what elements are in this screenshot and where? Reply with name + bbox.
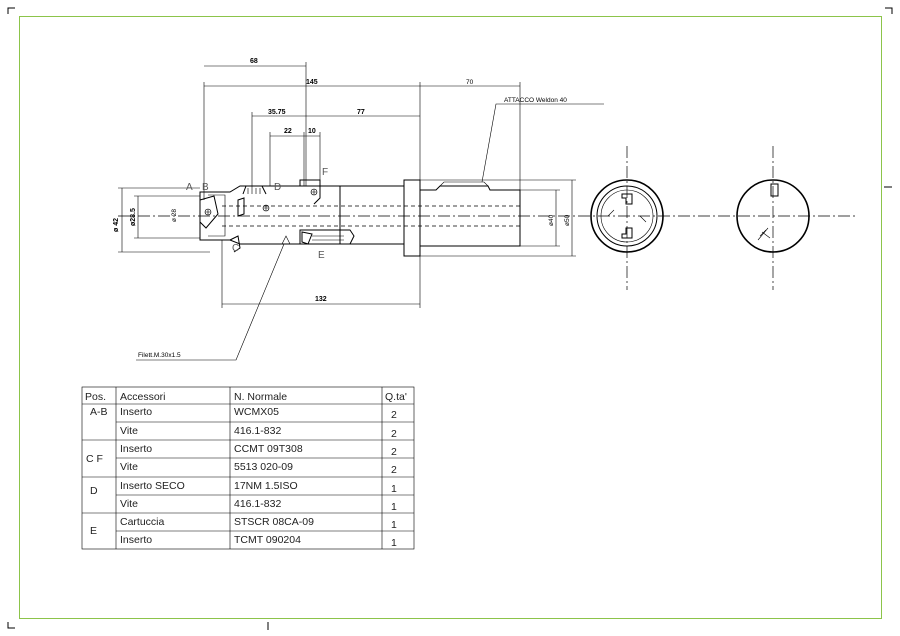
qta-cell: 1 — [391, 519, 397, 531]
dim-77: 77 — [357, 109, 365, 116]
dim-35-75: 35.75 — [268, 109, 286, 116]
end-view-front — [590, 146, 664, 290]
qta-cell: 1 — [391, 501, 397, 513]
dim-70: 70 — [466, 79, 474, 86]
normale-cell: 5513 020-09 — [234, 461, 293, 473]
qta-cell: 1 — [391, 483, 397, 495]
label-f: F — [322, 167, 328, 178]
dim-68: 68 — [250, 58, 258, 65]
normale-cell: 416.1-832 — [234, 498, 281, 510]
corner-marks — [7, 7, 893, 630]
normale-cell: WCMX05 — [234, 406, 279, 418]
pos-cell: A-B — [90, 406, 108, 418]
normale-cell: TCMT 090204 — [234, 534, 301, 546]
header-qta: Q.ta' — [385, 391, 407, 403]
dim-10: 10 — [308, 128, 316, 135]
dim-22: 22 — [284, 128, 292, 135]
label-e: E — [318, 250, 325, 261]
insert-ab — [199, 195, 219, 229]
dim-phi50: ø50 — [564, 214, 571, 226]
normale-cell: CCMT 09T308 — [234, 443, 303, 455]
accessorio-cell: Vite — [120, 461, 138, 473]
normale-cell: 17NM 1.5ISO — [234, 480, 298, 492]
normale-cell: 416.1-832 — [234, 425, 281, 437]
dim-phi40: ø40 — [548, 214, 555, 226]
dim-132: 132 — [315, 296, 327, 303]
pos-cell: D — [90, 485, 98, 497]
end-view-back — [736, 146, 810, 290]
label-a: A — [186, 182, 193, 193]
drawing-frame — [19, 16, 882, 619]
header-pos: Pos. — [85, 391, 106, 403]
side-view: 145 68 70 35.75 77 22 10 132 ø 42 — [113, 58, 855, 361]
note-filetto: Filett.M.30x1.5 — [138, 352, 181, 359]
pos-cell: C F — [86, 453, 103, 465]
accessorio-cell: Vite — [120, 498, 138, 510]
accessorio-cell: Vite — [120, 425, 138, 437]
accessorio-cell: Inserto — [120, 406, 152, 418]
note-attacco: ATTACCO Weldon 40 — [504, 97, 567, 104]
normale-cell: STSCR 08CA-09 — [234, 516, 314, 528]
accessorio-cell: Inserto SECO — [120, 480, 185, 492]
dim-phi28-5: ø28.5 — [130, 208, 137, 226]
qta-cell: 2 — [391, 446, 397, 458]
label-c: C — [232, 243, 239, 254]
qta-cell: 2 — [391, 428, 397, 440]
accessorio-cell: Inserto — [120, 443, 152, 455]
qta-cell: 2 — [391, 464, 397, 476]
pos-cell: E — [90, 525, 97, 537]
qta-cell: 1 — [391, 537, 397, 549]
label-b: B — [202, 182, 209, 193]
header-accessori: Accessori — [120, 391, 166, 403]
accessorio-cell: Inserto — [120, 534, 152, 546]
dim-145: 145 — [306, 79, 318, 86]
qta-cell: 2 — [391, 409, 397, 421]
dim-phi42: ø 42 — [113, 218, 120, 232]
accessorio-cell: Cartuccia — [120, 516, 165, 528]
header-normale: N. Normale — [234, 391, 287, 403]
label-d: D — [274, 182, 281, 193]
components-table: Pos. Accessori N. Normale Q.ta' A-B Inse… — [81, 386, 415, 550]
dim-phi28: ø 28 — [171, 209, 178, 222]
